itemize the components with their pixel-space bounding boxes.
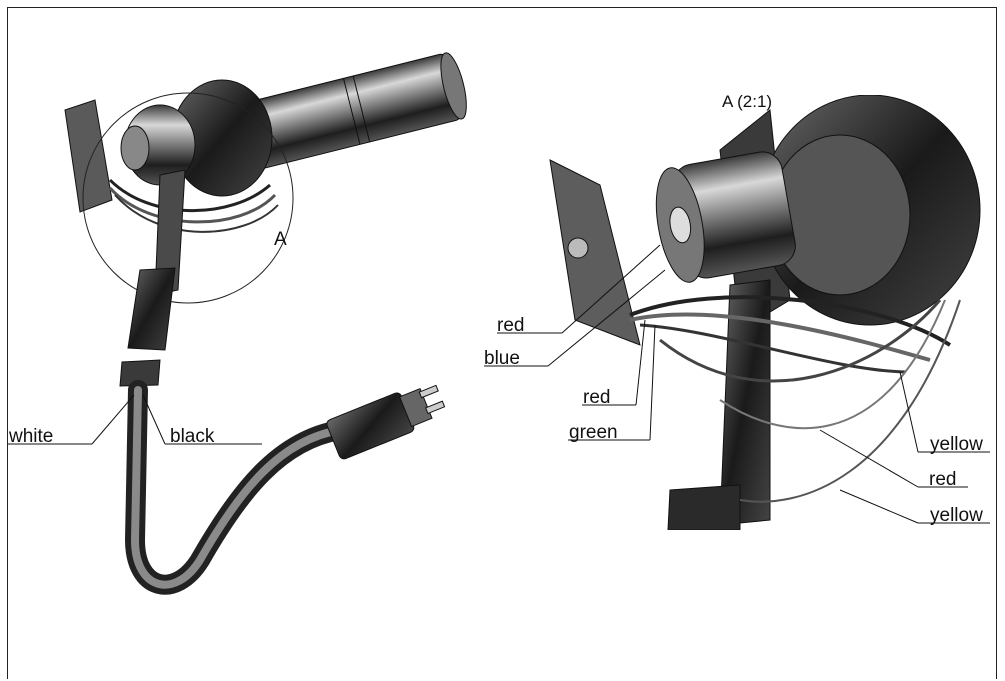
callout-yellow-lower: yellow: [930, 505, 983, 526]
callout-green: green: [569, 422, 618, 443]
callout-black: black: [170, 426, 215, 447]
callout-blue: blue: [484, 348, 520, 369]
callout-red-right: red: [929, 469, 957, 490]
mount-bracket: [154, 169, 186, 296]
pcb-board: [64, 99, 113, 213]
detail-view: [549, 95, 981, 530]
callout-red-pcb: red: [497, 315, 525, 336]
callout-yellow-upper: yellow: [930, 434, 983, 455]
callout-white: white: [9, 426, 54, 447]
power-cord: [124, 380, 350, 595]
detail-marker-a: A: [274, 229, 287, 250]
drawing-frame: [7, 7, 997, 679]
detail-circle-a: [82, 92, 294, 304]
detail-leaders: [484, 244, 990, 524]
overview-assembly: [8, 52, 467, 595]
detail-pcb: [549, 159, 641, 346]
callout-red-lower: red: [583, 387, 611, 408]
detail-title: A (2:1): [722, 92, 773, 111]
